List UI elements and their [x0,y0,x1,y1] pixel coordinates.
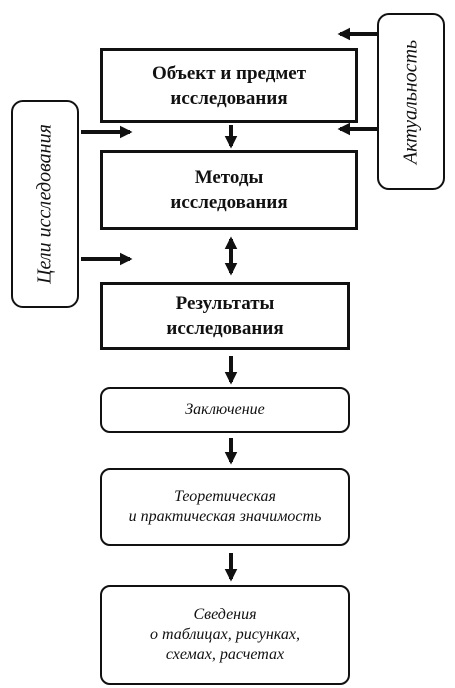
methods-line1: Методы [194,167,264,188]
info-line1: Сведения [193,606,257,623]
significance-line2: и практическая значимость [128,508,322,525]
results-line2: исследования [166,318,284,339]
object-subject-box: Объект и предмет исследования [100,48,358,123]
significance-line1: Теоретическая [174,488,276,505]
info-line3: схемах, расчетах [165,646,285,663]
results-line1: Результаты [175,293,275,314]
methods-box: Методы исследования [100,150,358,230]
info-box: Сведения о таблицах, рисунках, схемах, р… [100,585,350,685]
conclusion-box: Заключение [100,387,350,433]
results-box: Результаты исследования [100,282,350,350]
object-subject-line2: исследования [170,87,288,109]
conclusion-line1: Заключение [185,401,265,418]
research-goals-box: Цели исследования [11,100,79,308]
info-line2: о таблицах, рисунках, [150,626,300,643]
methods-line2: исследования [170,192,288,213]
significance-box: Теоретическая и практическая значимость [100,468,350,546]
relevance-box: Актуальность [377,13,445,190]
object-subject-line1: Объект и предмет [151,62,307,84]
